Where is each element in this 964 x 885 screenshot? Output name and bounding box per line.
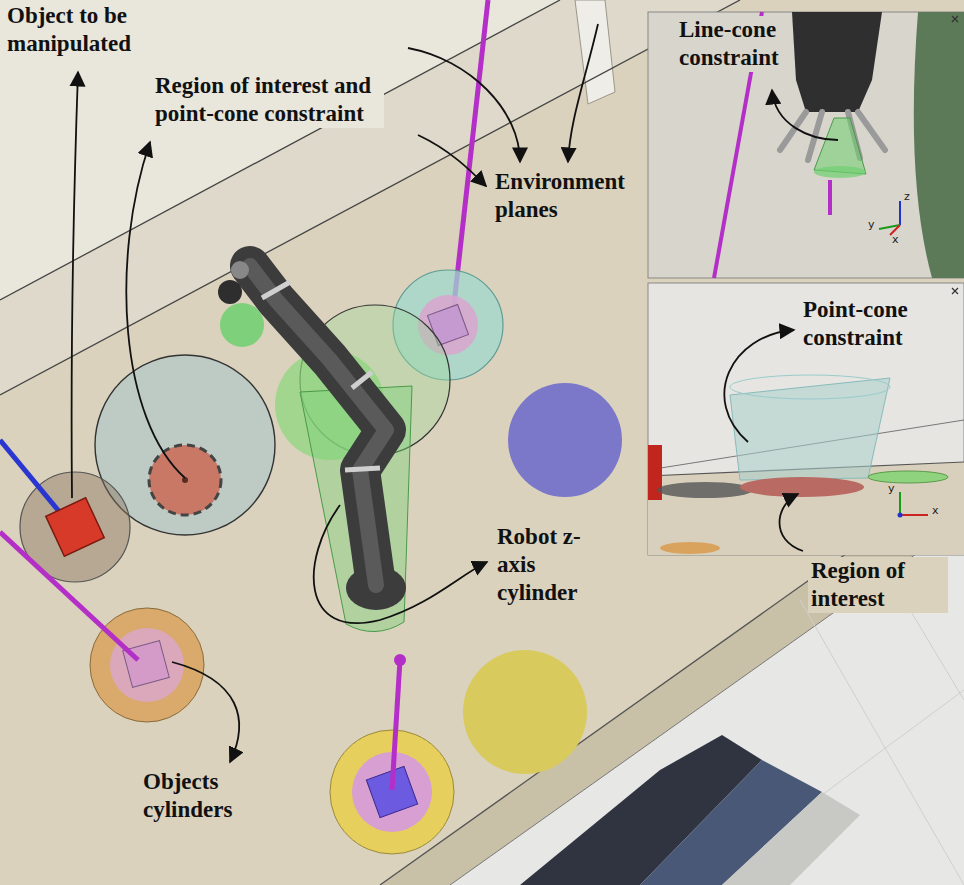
callout-label: Robot z-axis cylinder — [494, 523, 594, 607]
object-cylinder — [463, 650, 587, 774]
axis-label: x — [892, 233, 899, 246]
axis-label: y — [868, 218, 875, 231]
leader-lines — [72, 24, 838, 762]
callout-label: Point-cone constraint — [800, 296, 960, 352]
axis-label: y — [888, 482, 895, 495]
callout-label: Environment planes — [492, 168, 642, 224]
callout-label: Object to be manipulated — [4, 2, 204, 58]
robot-arm — [218, 261, 406, 610]
callout-label: Objects cylinders — [140, 768, 260, 824]
callout-label: Region of interest — [808, 557, 948, 613]
object-cylinder — [508, 383, 622, 497]
inset-view — [648, 12, 964, 278]
manipulated-object — [0, 440, 130, 582]
object-cylinder — [330, 654, 454, 854]
inset-view — [648, 283, 964, 555]
object-cylinder — [0, 532, 204, 722]
axis-label: z — [904, 190, 910, 203]
callout-label: Region of interest and point-cone constr… — [152, 72, 384, 128]
callout-label: Line-cone constraint — [676, 16, 788, 72]
axis-label: x — [932, 504, 939, 517]
